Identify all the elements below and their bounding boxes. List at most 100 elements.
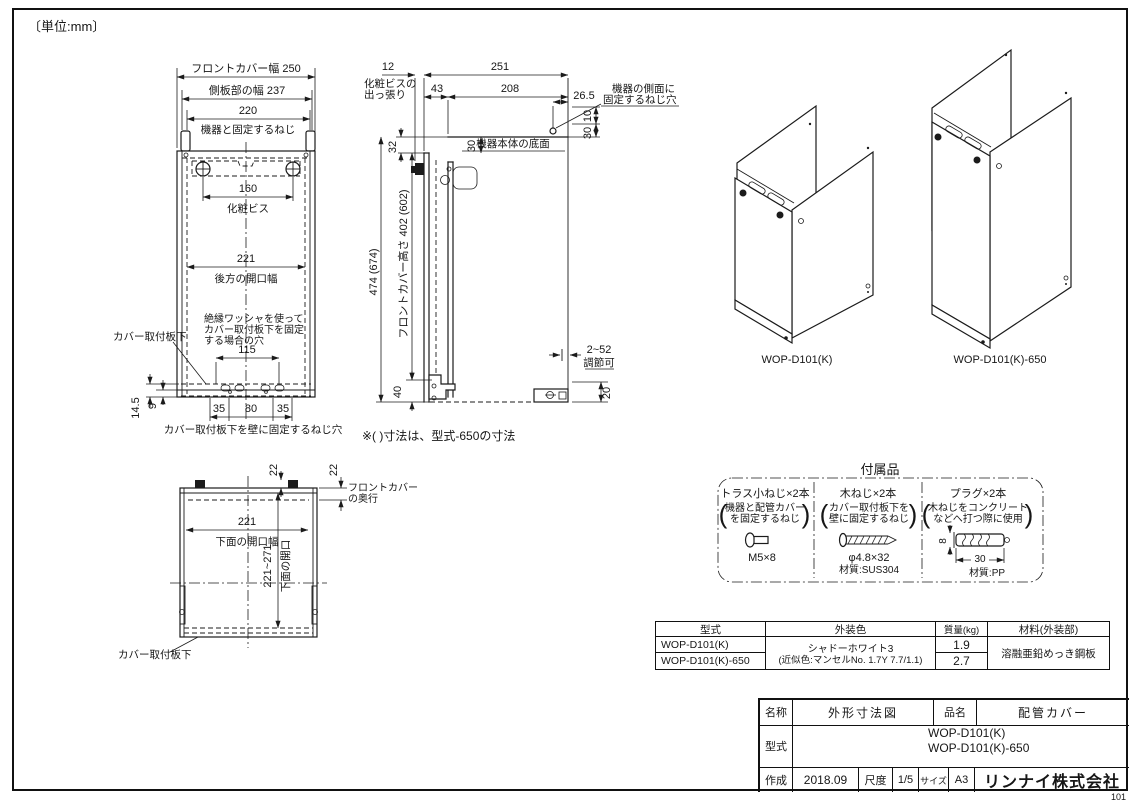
dim-221-bottom: 221: [238, 516, 256, 528]
title-block: 名称 外形寸法図 品名 配管カバー 型式 WOP-D101(K) WOP-D10…: [758, 698, 1129, 792]
bottom-view-body: [179, 487, 318, 638]
dim-14-5: 14.5: [130, 397, 142, 418]
screw-dot: [776, 211, 784, 219]
dim-26-5: 26.5: [573, 90, 594, 102]
title-scale-label: 尺度: [859, 768, 893, 792]
screw-dot: [739, 189, 747, 197]
accessory-2-desc-2: 壁に固定するねじ: [829, 512, 909, 525]
dim-35-left: 35: [213, 403, 225, 415]
label-front-cover-depth-1: フロントカバー: [348, 482, 418, 494]
spec-header-mass: 質量(kg): [936, 622, 988, 637]
wood-screw-icon: [838, 532, 898, 548]
dim-30-right: 30: [582, 127, 594, 139]
dim-30-inner: 30: [466, 140, 478, 152]
dim-160: 160: [239, 183, 257, 195]
paren-close-icon: ): [1025, 499, 1034, 529]
dim-9: 9: [147, 403, 159, 409]
sheet-border: [12, 8, 1128, 791]
title-model-values: WOP-D101(K) WOP-D101(K)-650: [793, 726, 1129, 767]
accessory-3-material: 材質:PP: [969, 566, 1005, 579]
spec-color-line2: (近似色:マンセルNo. 1.7Y 7.7/1.1): [778, 655, 923, 666]
spec-row1-model: WOP-D101(K): [656, 637, 766, 653]
model-label-short: WOP-D101(K): [762, 354, 833, 366]
dim-front-cover-height: フロントカバー高さ 402 (602): [396, 189, 410, 338]
title-scale-value: 1/5: [893, 768, 919, 792]
label-side-screw-hole-1: 機器の側面に: [612, 82, 675, 95]
title-name-label: 名称: [760, 700, 793, 725]
spec-header-color: 外装色: [766, 622, 936, 637]
dim-adjust-range: 2~52: [587, 344, 612, 356]
accessories-title: 付属品: [860, 462, 899, 477]
spec-row2-model: WOP-D101(K)-650: [656, 653, 766, 669]
label-bottom-opening-width: 下面の開口幅: [216, 535, 279, 548]
spec-table: 型式 外装色 質量(kg) 材料(外装部) WOP-D101(K) シャドーホワ…: [655, 621, 1110, 670]
accessory-2-name: 木ねじ×2本: [840, 486, 897, 500]
label-side-screw-hole-2: 固定するねじ穴: [603, 93, 677, 106]
accessory-3-desc-2: などへ打つ際に使用: [933, 512, 1023, 525]
front-view: フロントカバー幅 250 側板部の幅 237 220 機器と固定するねじ 160…: [113, 62, 343, 436]
accessory-2-material: 材質:SUS304: [839, 563, 899, 576]
accessory-1-desc-2: を固定するねじ: [730, 512, 800, 525]
title-item-value: 配管カバー: [1017, 705, 1088, 720]
accessory-1-name: トラス小ねじ×2本: [720, 486, 809, 500]
paren-close-icon: ): [909, 499, 918, 529]
isometric-tall: WOP-D101(K)-650: [931, 48, 1072, 366]
decorative-screw-side: [415, 163, 424, 175]
dim-208: 208: [501, 83, 519, 95]
paren-open-icon: (: [922, 499, 931, 529]
accessory-2-desc-1: カバー取付板下を: [829, 501, 909, 514]
label-appliance-bottom: 機器本体の底面: [476, 137, 550, 150]
model-label-tall: WOP-D101(K)-650: [954, 354, 1047, 366]
label-fixing-screw: 機器と固定するねじ: [201, 123, 296, 136]
accessory-3-name: プラグ×2本: [950, 486, 1007, 500]
spec-header-model: 型式: [656, 622, 766, 637]
dim-10: 10: [582, 110, 594, 122]
dim-220: 220: [239, 105, 257, 117]
dim-32: 32: [387, 141, 399, 153]
bottom-view: 22 22 フロントカバー の奥行 221 下面の開口幅 221~271 下面の…: [118, 464, 418, 661]
label-bottom-opening: 下面の開口: [280, 540, 292, 593]
title-item-label: 品名: [934, 700, 977, 725]
spec-color-cell: シャドーホワイト3 (近似色:マンセルNo. 1.7Y 7.7/1.1): [766, 637, 936, 669]
title-date-label: 作成: [760, 768, 793, 792]
label-adjustable: 調節可: [583, 356, 615, 369]
dim-front-cover-width: フロントカバー幅 250: [191, 62, 300, 75]
page-number: 101: [1110, 792, 1126, 802]
accessory-3-desc-1: 木ねじをコンクリート: [928, 502, 1028, 514]
screw-dot: [934, 133, 942, 141]
spec-header-material: 材料(外装部): [988, 622, 1109, 637]
note-washer-2: カバー取付板下を固定: [204, 323, 304, 336]
dim-side-panel-width: 側板部の幅 237: [209, 83, 285, 97]
label-cover-plate-front: カバー取付板下: [113, 330, 187, 343]
isometric-short: WOP-D101(K): [734, 104, 874, 366]
title-model-value-1: WOP-D101(K): [928, 725, 1006, 740]
dim-total-height: 474 (674): [368, 248, 380, 295]
label-screw-protrusion-1: 化粧ビスの: [364, 77, 417, 90]
label-rear-opening-width: 後方の開口幅: [215, 272, 278, 285]
dim-80: 80: [245, 403, 257, 415]
side-view: 機器本体の底面 12 化粧ビスの 出っ張り 251 43 208 26.5 機器…: [362, 61, 679, 443]
dim-251: 251: [491, 61, 509, 73]
decorative-screw-symbol: [195, 161, 301, 177]
dim-20: 20: [601, 387, 613, 399]
label-front-cover-depth-2: の奥行: [348, 492, 378, 505]
paren-open-icon: (: [820, 499, 829, 529]
note-washer-1: 絶縁ワッシャを使って: [204, 312, 304, 325]
title-model-value-2: WOP-D101(K)-650: [928, 740, 1030, 755]
dim-115: 115: [238, 344, 256, 356]
label-cover-plate-bottom: カバー取付板下: [118, 648, 192, 661]
dim-221: 221: [237, 253, 255, 265]
dim-221-271: 221~271: [262, 544, 274, 587]
note-650: ※( )寸法は、型式-650の寸法: [362, 429, 515, 443]
wall-plug-icon: [953, 532, 1010, 548]
label-decorative-screw: 化粧ビス: [227, 202, 269, 215]
screw-dot: [973, 156, 981, 164]
company-name: リンナイ株式会社: [983, 774, 1120, 791]
spec-row1-mass: 1.9: [936, 637, 988, 653]
dim-12: 12: [382, 61, 394, 73]
accessory-1-spec: M5×8: [748, 552, 776, 564]
title-size-value: A3: [949, 768, 975, 792]
spec-row2-mass: 2.7: [936, 653, 988, 669]
label-wall-screw-holes: カバー取付板下を壁に固定するねじ穴: [164, 423, 343, 436]
